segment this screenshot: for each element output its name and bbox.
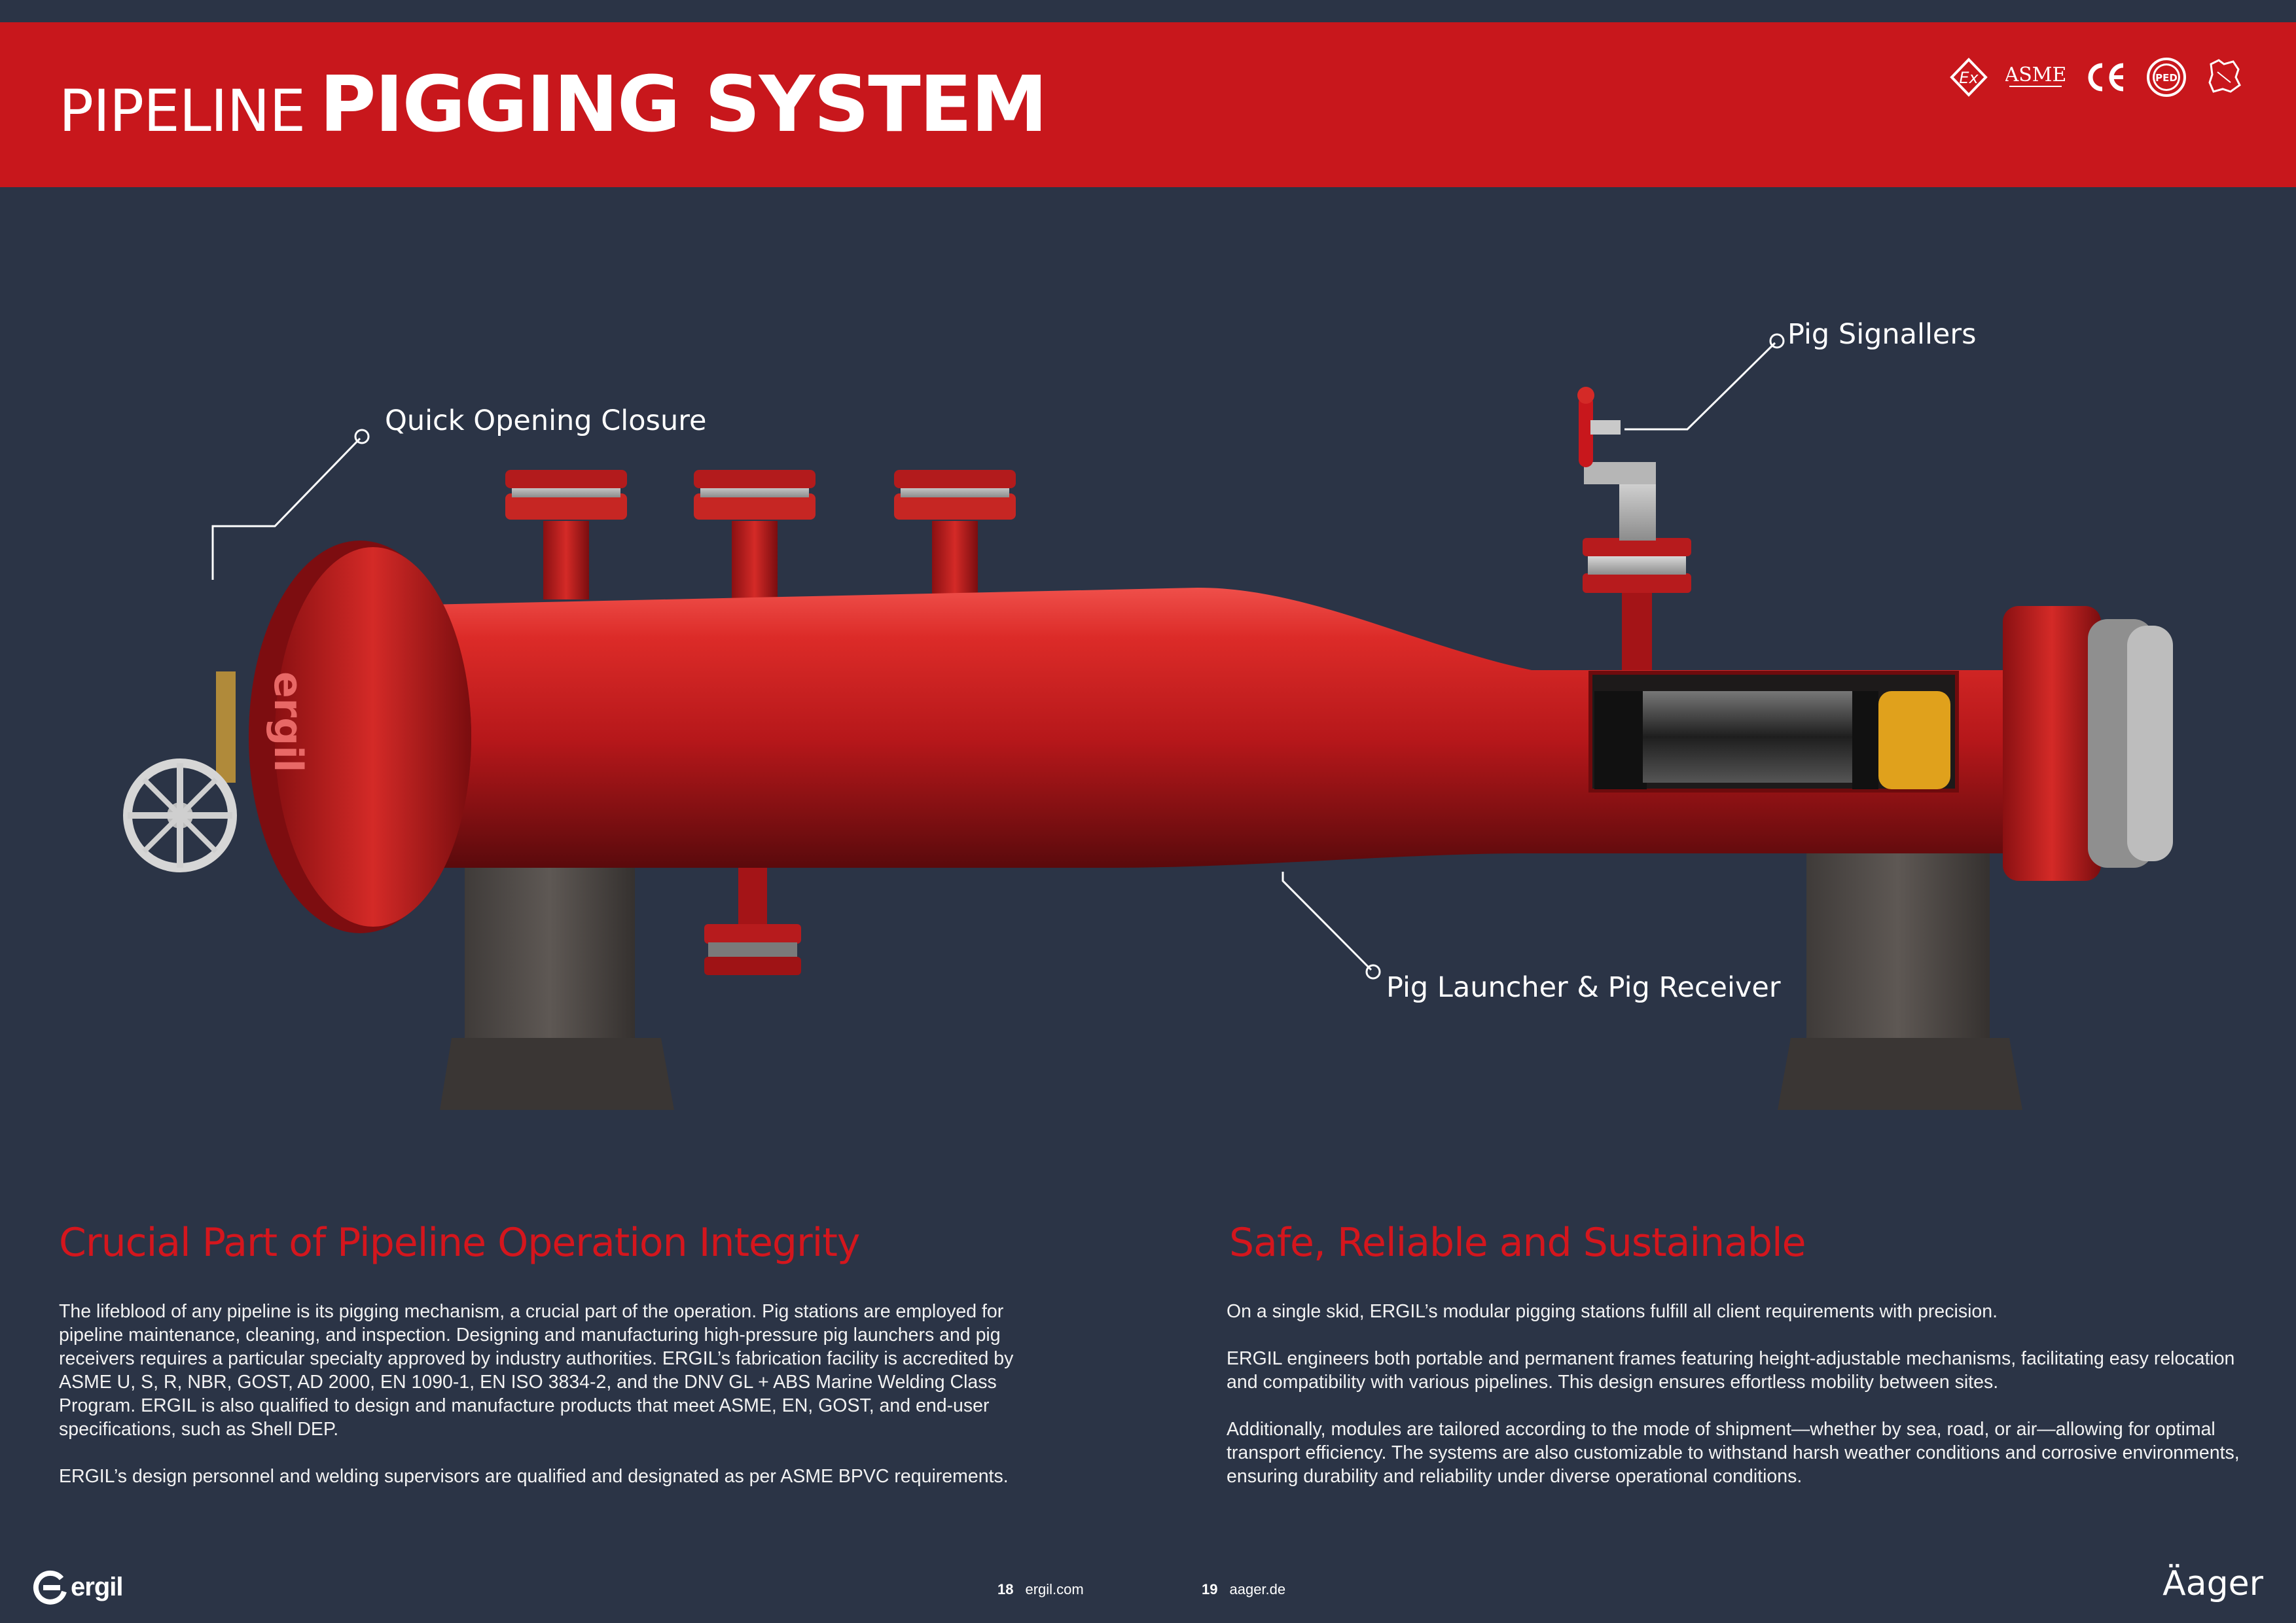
top-nozzle-1 bbox=[505, 470, 627, 599]
title-light: PIPELINE bbox=[59, 77, 306, 145]
callout-dot-launcher bbox=[1365, 964, 1381, 980]
left-paragraph-1: The lifeblood of any pipeline is its pig… bbox=[59, 1301, 1014, 1440]
vessel-brand-text: ergil bbox=[265, 671, 311, 772]
aager-logo: Äager bbox=[2162, 1564, 2263, 1603]
page-number-right: 19 aager.de bbox=[1202, 1581, 1285, 1598]
ce-mark-icon bbox=[2088, 63, 2124, 92]
svg-text:PED: PED bbox=[2155, 72, 2178, 84]
pigging-system-illustration: ergil bbox=[123, 333, 2173, 1110]
left-section-body: The lifeblood of any pipeline is its pig… bbox=[59, 1300, 1067, 1512]
callout-pig-signallers: Pig Signallers bbox=[1787, 318, 1977, 351]
ex-atex-icon: Ex bbox=[1950, 58, 1988, 97]
page-right-number: 19 bbox=[1202, 1581, 1218, 1597]
callout-lines bbox=[211, 342, 1776, 971]
svg-text:ASME: ASME bbox=[2005, 63, 2066, 86]
left-section-heading: Crucial Part of Pipeline Operation Integ… bbox=[59, 1220, 860, 1266]
callout-dot-closure bbox=[354, 429, 370, 444]
ergil-logo-text: ergil bbox=[71, 1572, 123, 1601]
asme-icon: ASME bbox=[2005, 63, 2066, 87]
top-nozzle-3 bbox=[894, 470, 1016, 599]
gost-icon bbox=[2208, 59, 2241, 93]
pig-signaller bbox=[1577, 387, 1691, 678]
title-bold: PIGGING SYSTEM bbox=[319, 59, 1048, 149]
pig-viewing-window bbox=[1588, 671, 1959, 793]
right-paragraph-1: On a single skid, ERGIL’s modular piggin… bbox=[1227, 1301, 1998, 1322]
page-left-number: 18 bbox=[997, 1581, 1014, 1597]
ped-icon: PED bbox=[2147, 58, 2186, 97]
callout-pig-launcher-receiver: Pig Launcher & Pig Receiver bbox=[1386, 971, 1781, 1004]
right-paragraph-2: ERGIL engineers both portable and perman… bbox=[1227, 1348, 2235, 1393]
page-number-left: 18 ergil.com bbox=[997, 1581, 1084, 1598]
header-banner bbox=[0, 22, 2296, 187]
svg-text:Ex: Ex bbox=[1959, 69, 1979, 87]
right-section-body: On a single skid, ERGIL’s modular piggin… bbox=[1227, 1300, 2240, 1512]
callout-dot-signallers bbox=[1769, 333, 1785, 349]
quick-opening-closure: ergil bbox=[123, 541, 471, 933]
ergil-logo-icon bbox=[33, 1570, 67, 1605]
page-right-site[interactable]: aager.de bbox=[1229, 1581, 1286, 1597]
page-left-site[interactable]: ergil.com bbox=[1025, 1581, 1084, 1597]
right-section-heading: Safe, Reliable and Sustainable bbox=[1229, 1220, 1806, 1266]
right-paragraph-3: Additionally, modules are tailored accor… bbox=[1227, 1419, 2240, 1487]
callout-quick-opening-closure: Quick Opening Closure bbox=[385, 404, 707, 437]
left-paragraph-2: ERGIL’s design personnel and welding sup… bbox=[59, 1466, 1009, 1487]
vessel-body bbox=[367, 588, 2022, 868]
end-flange bbox=[2003, 606, 2173, 881]
top-nozzle-2 bbox=[694, 470, 816, 599]
certification-logos: Ex ASME PED bbox=[1949, 56, 2244, 98]
ergil-logo: ergil bbox=[33, 1569, 123, 1605]
right-support bbox=[1778, 815, 2022, 1110]
